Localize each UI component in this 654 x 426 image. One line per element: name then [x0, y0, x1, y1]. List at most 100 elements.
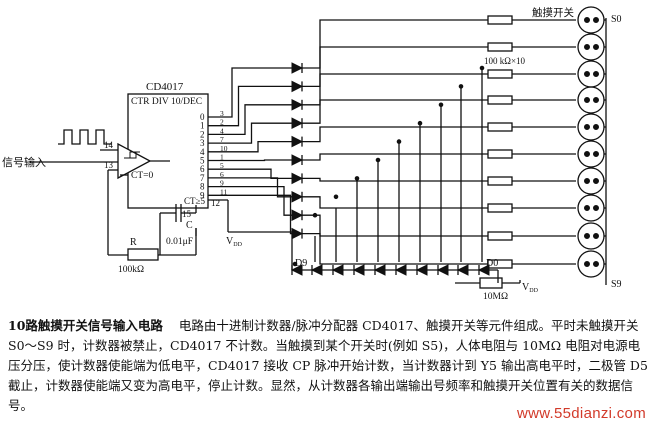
- pin-number-0: 3: [220, 109, 224, 118]
- resistor-r: [127, 248, 159, 261]
- touch-switch-6: [577, 167, 605, 195]
- d9-label: D9: [295, 258, 307, 269]
- touch-switch-3: [577, 86, 605, 114]
- pin-14: 14: [104, 140, 114, 150]
- pin-15: 15: [182, 209, 192, 219]
- switch-resistor-8: [487, 231, 513, 241]
- switch-resistor-0: [487, 15, 513, 25]
- touch-switch-2: [577, 60, 605, 88]
- diode-series-9: [291, 227, 304, 240]
- chip-function: CTR DIV 10/DEC: [131, 97, 202, 107]
- pin-number-7: 6: [220, 170, 224, 179]
- cd4017-chip: [127, 93, 209, 209]
- diode-series-0: [291, 62, 304, 74]
- touch-switch-1: [577, 33, 605, 61]
- caption-body: 电路由十进制计数器/脉冲分配器 CD4017、触摸开关等元件组成。平时未触摸开关…: [8, 318, 648, 413]
- pin-number-4: 10: [220, 144, 228, 153]
- diode-bus-6: [352, 264, 365, 276]
- output-label-4: 4: [200, 147, 205, 157]
- output-trace-2: [208, 104, 292, 136]
- pin-number-3: 7: [220, 135, 224, 144]
- output-trace-4: [208, 140, 292, 153]
- diode-series-4: [291, 135, 304, 148]
- output-label-9: 9: [200, 190, 205, 200]
- output-trace-9: [208, 194, 292, 235]
- touch-switch-5: [577, 140, 605, 168]
- res-array-label: 100 kΩ×10: [484, 56, 526, 66]
- d0-label: D0: [486, 258, 498, 269]
- diode-bus-4: [394, 264, 407, 276]
- res-10m-label: 10MΩ: [483, 292, 508, 300]
- diode-bus-5: [373, 264, 386, 276]
- input-label: 信号输入: [2, 155, 46, 169]
- s0-label: S0: [611, 14, 622, 25]
- touch-switch-label: 触摸开关: [532, 6, 574, 19]
- figure-title: 10路触摸开关信号输入电路: [8, 318, 163, 333]
- diode-bus-1: [456, 264, 469, 276]
- circuit-schematic: CD4017 CTR DIV 10/DEC 信号输入 CT=0 CT≥5 14 …: [2, 6, 622, 300]
- output-label-2: 2: [200, 129, 205, 139]
- output-label-7: 7: [200, 173, 205, 183]
- output-trace-0: [208, 67, 292, 118]
- output-label-6: 6: [200, 164, 205, 174]
- resistor-10m: [479, 277, 503, 289]
- pin-number-2: 4: [220, 126, 224, 135]
- output-label-0: 0: [200, 112, 205, 122]
- touch-switch-9: [577, 250, 605, 278]
- pin-number-9: 11: [220, 187, 227, 196]
- pin-12: 12: [211, 198, 220, 208]
- pin-number-6: 5: [220, 161, 224, 170]
- pin-13: 13: [104, 160, 114, 170]
- diode-bus-8: [310, 264, 323, 276]
- output-label-8: 8: [200, 182, 205, 192]
- diode-bus-2: [436, 264, 449, 276]
- output-label-5: 5: [200, 156, 205, 166]
- output-trace-5: [208, 159, 292, 162]
- touch-switch-7: [577, 194, 605, 222]
- touch-switch-0: [577, 6, 605, 34]
- output-trace-7: [208, 177, 292, 198]
- output-label-1: 1: [200, 121, 205, 131]
- res-label: R: [130, 237, 137, 248]
- output-trace-6: [208, 168, 292, 180]
- switch-resistor-4: [487, 122, 513, 132]
- pin-number-5: 1: [220, 153, 224, 162]
- switch-resistor-7: [487, 203, 513, 213]
- diode-bus-3: [415, 264, 428, 276]
- diode-bus-7: [331, 264, 344, 276]
- cap-value: 0.01μF: [166, 237, 193, 247]
- square-wave-symbol: [58, 129, 112, 145]
- pin-number-8: 9: [220, 179, 224, 188]
- diode-series-1: [291, 80, 304, 93]
- diode-bus-0: [477, 264, 490, 276]
- figure-caption: 10路触摸开关信号输入电路电路由十进制计数器/脉冲分配器 CD4017、触摸开关…: [8, 316, 648, 416]
- diode-series-5: [291, 154, 304, 166]
- vdd-bus: VDD: [522, 282, 539, 294]
- switch-resistor-2: [487, 69, 513, 79]
- ct-label: CT=0: [131, 171, 153, 181]
- diode-series-7: [291, 190, 304, 203]
- diode-series-3: [291, 117, 304, 130]
- output-label-3: 3: [200, 138, 205, 148]
- switch-resistor-1: [487, 42, 513, 52]
- vdd-chip: VDD: [226, 236, 243, 248]
- diode-series-2: [291, 98, 304, 111]
- switch-resistor-5: [487, 149, 513, 159]
- output-trace-1: [208, 85, 292, 127]
- s9-label: S9: [611, 279, 622, 290]
- ct-ge5-label: CT≥5: [184, 196, 205, 206]
- switch-resistor-3: [487, 95, 513, 105]
- diode-series-8: [291, 209, 304, 222]
- diode-bus-9: [290, 264, 303, 276]
- watermark: www.55dianzi.com: [516, 405, 646, 422]
- switch-resistor-6: [487, 176, 513, 186]
- res-value: 100kΩ: [118, 265, 144, 275]
- cap-label: C: [186, 220, 193, 231]
- output-trace-8: [208, 185, 292, 216]
- chip-name: CD4017: [146, 81, 184, 93]
- touch-switch-4: [577, 113, 605, 141]
- diode-series-6: [291, 172, 304, 185]
- output-trace-3: [208, 122, 292, 144]
- touch-switch-8: [577, 222, 605, 250]
- pin-number-1: 2: [220, 118, 224, 127]
